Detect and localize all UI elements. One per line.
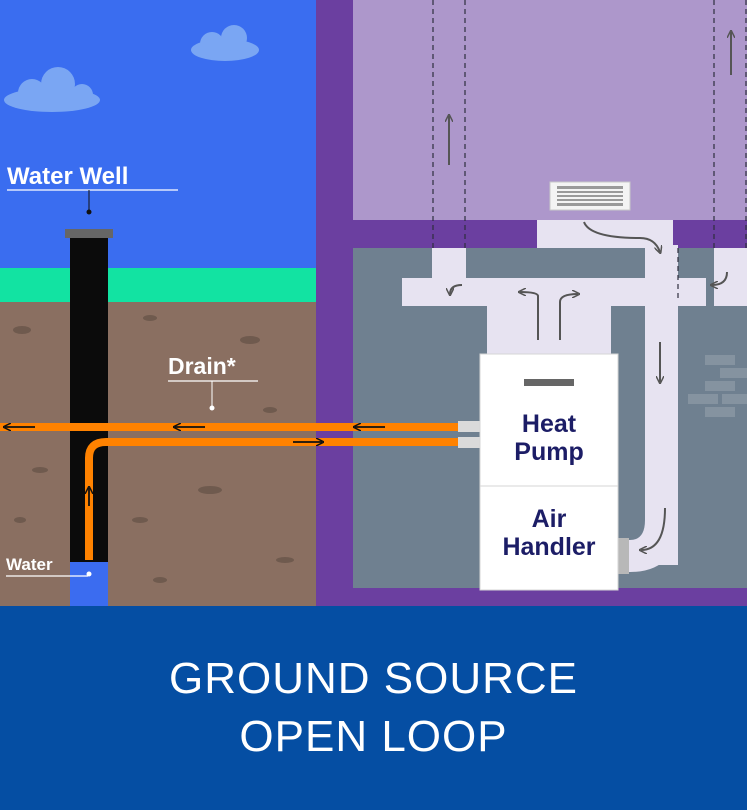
well-water [70, 562, 108, 606]
water-well-label: Water Well [7, 163, 128, 190]
arrow-icon [5, 427, 385, 506]
leader-dot [209, 405, 215, 411]
air-handler-label: Air [532, 505, 567, 533]
sky [0, 0, 316, 268]
air-handler-label: Handler [502, 533, 595, 561]
vent-grille-icon [549, 181, 631, 211]
pipe-fitting [458, 421, 480, 432]
heat-pump-label: Pump [514, 438, 583, 466]
duct-connector [617, 538, 629, 574]
well-cap [65, 229, 113, 238]
cloud-icon [4, 67, 100, 112]
banner-title-line-1: GROUND SOURCE [168, 654, 579, 703]
cloud-icon [191, 25, 259, 61]
title-banner: GROUND SOURCE OPEN LOOP [0, 606, 747, 810]
heat-pump-unit [479, 353, 619, 487]
unit-display-slot [524, 379, 574, 386]
drain-label: Drain* [168, 353, 236, 379]
soil-pebbles [13, 315, 294, 583]
arrow-icon [449, 32, 731, 550]
brick-wall [688, 355, 747, 417]
pipe-fitting [458, 437, 480, 448]
leader-dot [86, 209, 92, 215]
heat-pump-label: Heat [522, 410, 577, 438]
supply-pipe [85, 438, 460, 560]
leader-dot [86, 571, 92, 577]
water-label: Water [6, 555, 53, 574]
grass-strip [0, 268, 316, 302]
soil [0, 302, 316, 606]
air-handler-unit [479, 485, 619, 591]
diagram: Water Well Drain* Water Heat Pump Air Ha… [0, 0, 747, 606]
banner-title-line-2: OPEN LOOP [239, 712, 508, 761]
